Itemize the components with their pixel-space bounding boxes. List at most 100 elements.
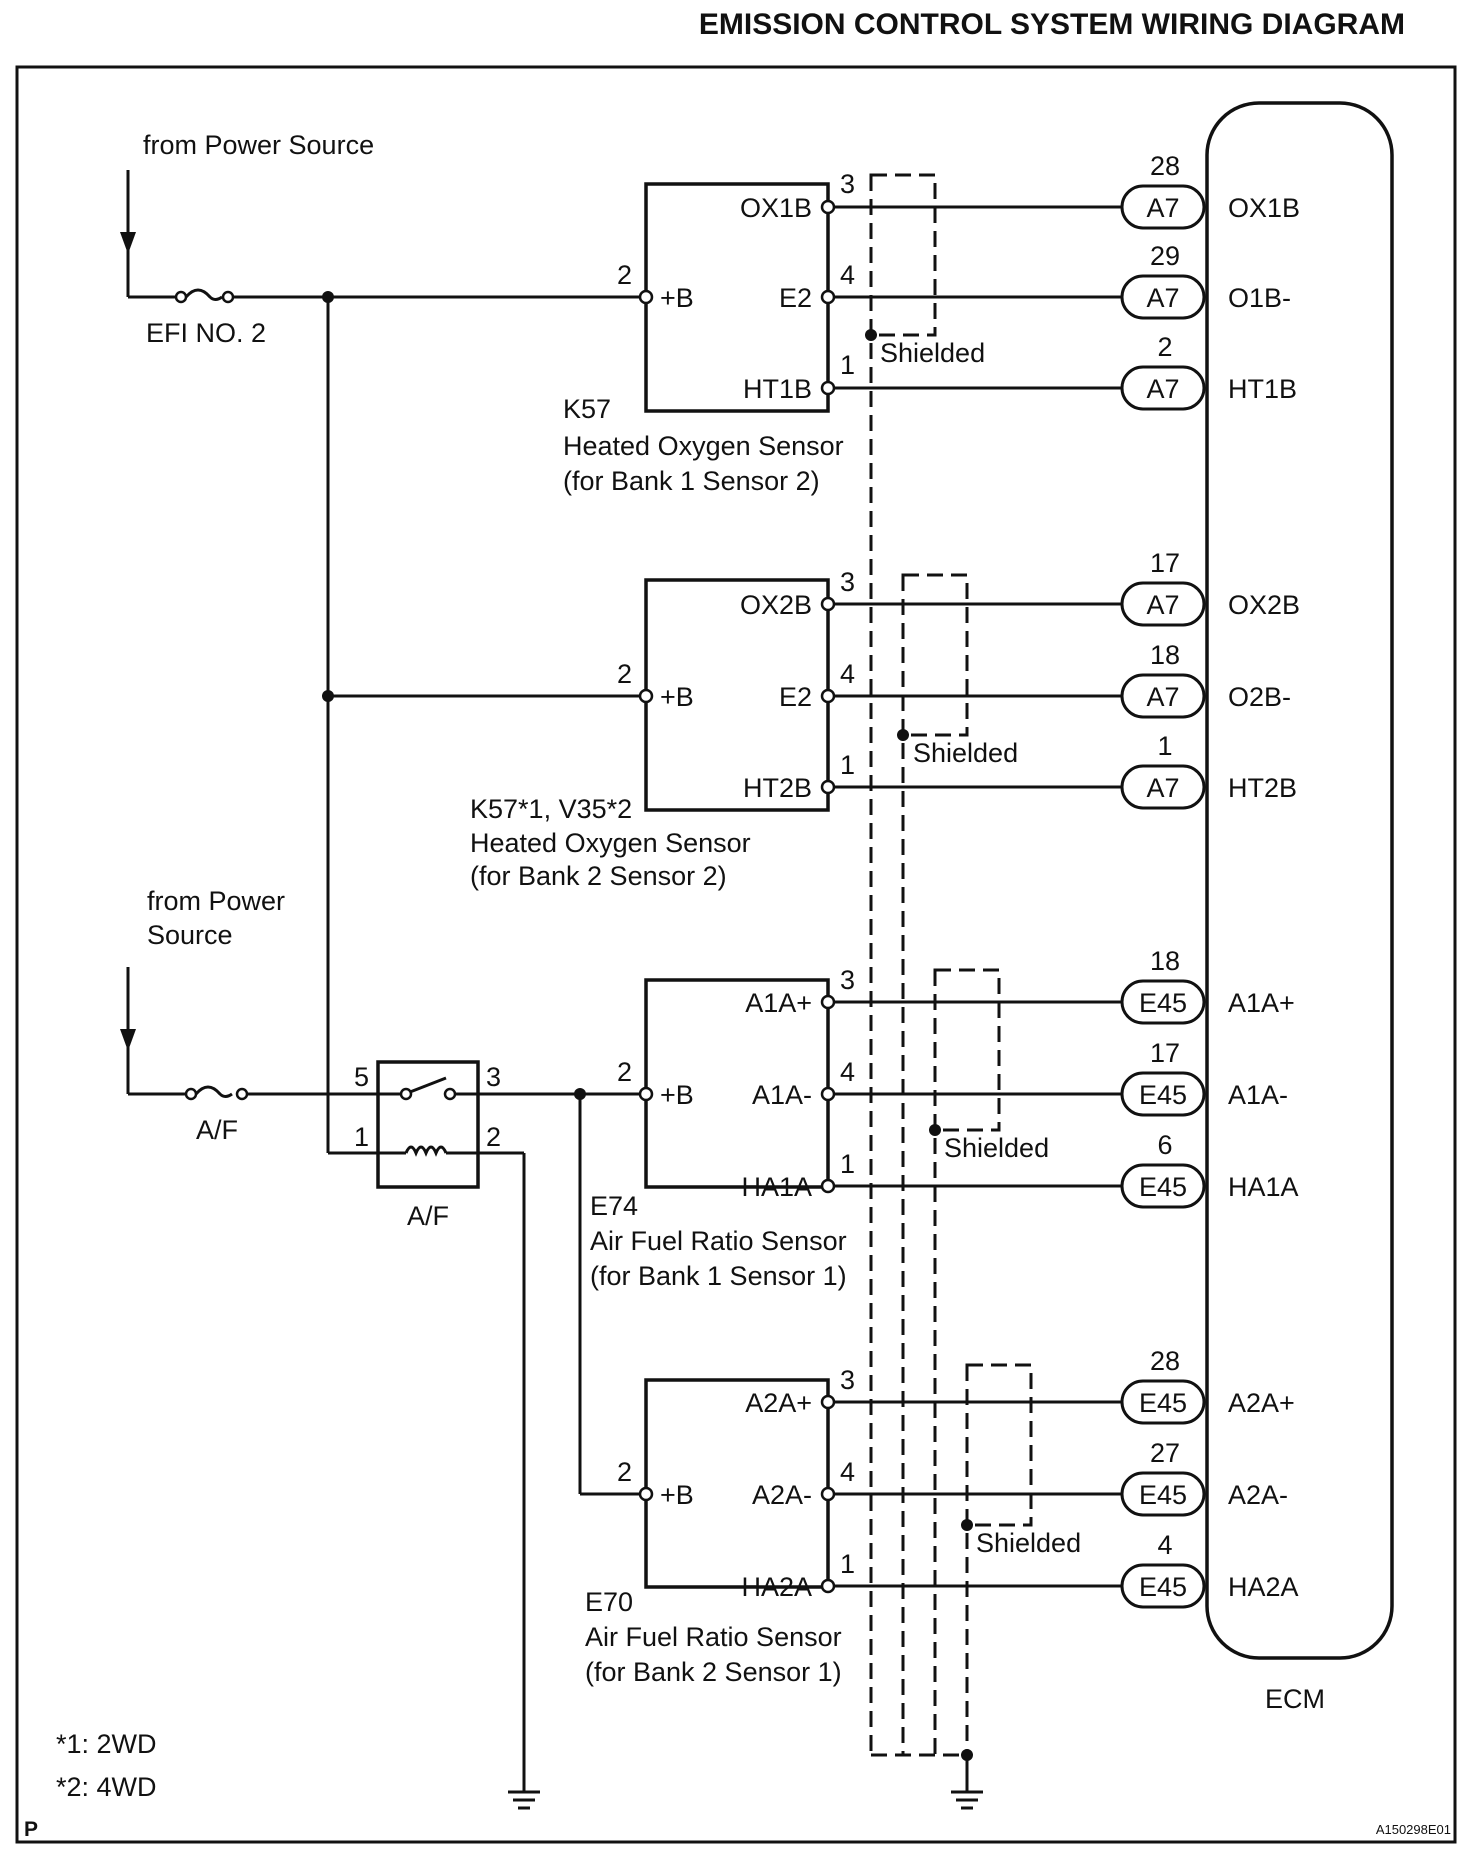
ecm-pin-number: 17 bbox=[1150, 1038, 1180, 1068]
ecm-connector-label: A7 bbox=[1146, 374, 1179, 404]
e70-power-pin: 2 bbox=[617, 1457, 632, 1487]
relay-pin-1: 1 bbox=[354, 1122, 369, 1152]
ecm-pin-number: 1 bbox=[1157, 731, 1172, 761]
e70-pin-number: 4 bbox=[840, 1457, 855, 1487]
efi-fuse-symbol bbox=[174, 288, 235, 304]
k57-terminal-label: OX1B bbox=[740, 193, 812, 223]
ecm-pin-number: 17 bbox=[1150, 548, 1180, 578]
ecm-block bbox=[1205, 101, 1394, 1660]
ecm-connector-label: E45 bbox=[1139, 1388, 1187, 1418]
e74-name: Air Fuel Ratio Sensor bbox=[590, 1226, 847, 1256]
efi-fuse-label: EFI NO. 2 bbox=[146, 318, 266, 348]
k57-id: K57 bbox=[563, 394, 611, 424]
sensor2-note: (for Bank 2 Sensor 2) bbox=[470, 861, 727, 891]
sensor2-power-pin: 2 bbox=[617, 659, 632, 689]
sensor2-pin-number: 1 bbox=[840, 750, 855, 780]
e70-sensor-box bbox=[644, 1378, 830, 1589]
sensor2-pin-number: 4 bbox=[840, 659, 855, 689]
shield-box bbox=[901, 573, 969, 737]
ecm-connector-pill bbox=[1120, 764, 1206, 810]
ecm-pin-number: 18 bbox=[1150, 640, 1180, 670]
ecm-terminal-label: OX2B bbox=[1228, 590, 1300, 620]
e74-power-terminal bbox=[638, 1086, 654, 1102]
ecm-terminal-label: A2A+ bbox=[1228, 1388, 1295, 1418]
k57-terminal-label: HT1B bbox=[743, 374, 812, 404]
ecm-connector-pill bbox=[1120, 1071, 1206, 1117]
k57-power-label: +B bbox=[660, 283, 694, 313]
e74-pin-number: 3 bbox=[840, 965, 855, 995]
corner-mark: P bbox=[24, 1818, 38, 1841]
ecm-terminal-label: HT2B bbox=[1228, 773, 1297, 803]
sensor2-terminal-label: OX2B bbox=[740, 590, 812, 620]
relay-label: A/F bbox=[407, 1201, 449, 1231]
ecm-pin-number: 29 bbox=[1150, 241, 1180, 271]
e70-terminal-label: A2A- bbox=[752, 1480, 812, 1510]
power-source-label-2b: Source bbox=[147, 920, 233, 950]
ecm-pin-number: 4 bbox=[1157, 1530, 1172, 1560]
ecm-pin-number: 28 bbox=[1150, 1346, 1180, 1376]
e70-pin-number: 1 bbox=[840, 1549, 855, 1579]
ground-symbol bbox=[508, 1790, 540, 1810]
ecm-connector-label: A7 bbox=[1146, 682, 1179, 712]
e74-pin-number: 1 bbox=[840, 1149, 855, 1179]
ecm-connector-label: E45 bbox=[1139, 1572, 1187, 1602]
af-fuse-symbol bbox=[184, 1085, 249, 1101]
e74-power-pin: 2 bbox=[617, 1057, 632, 1087]
shield-box bbox=[869, 173, 937, 337]
ecm-connector-label: A7 bbox=[1146, 283, 1179, 313]
ecm-connector-pill bbox=[1120, 1471, 1206, 1517]
diagram-frame bbox=[15, 65, 1457, 1844]
e74-note: (for Bank 1 Sensor 1) bbox=[590, 1261, 847, 1291]
e70-id: E70 bbox=[585, 1587, 633, 1617]
relay-pin-2: 2 bbox=[486, 1122, 501, 1152]
e74-terminal-label: A1A+ bbox=[745, 988, 812, 1018]
ecm-terminal-label: HT1B bbox=[1228, 374, 1297, 404]
shielded-label: Shielded bbox=[944, 1133, 1049, 1163]
ecm-connector-pill bbox=[1120, 673, 1206, 719]
power-arrow-1 bbox=[120, 170, 136, 297]
ecm-connector-label: E45 bbox=[1139, 988, 1187, 1018]
ecm-connector-pill bbox=[1120, 1563, 1206, 1609]
e70-power-label: +B bbox=[660, 1480, 694, 1510]
af-relay-box bbox=[376, 1060, 480, 1189]
k57-pin-number: 4 bbox=[840, 260, 855, 290]
e70-note: (for Bank 2 Sensor 1) bbox=[585, 1657, 842, 1687]
shielded-label: Shielded bbox=[880, 338, 985, 368]
ecm-pin-number: 28 bbox=[1150, 151, 1180, 181]
ecm-connector-label: A7 bbox=[1146, 773, 1179, 803]
shield-box bbox=[965, 1363, 1033, 1527]
ecm-connector-label: A7 bbox=[1146, 193, 1179, 223]
ecm-terminal-label: HA1A bbox=[1228, 1172, 1299, 1202]
e70-pin-number: 3 bbox=[840, 1365, 855, 1395]
ecm-label: ECM bbox=[1265, 1684, 1325, 1714]
ecm-connector-pill bbox=[1120, 274, 1206, 320]
ecm-connector-pill bbox=[1120, 365, 1206, 411]
k57-signal-wires bbox=[820, 199, 1122, 396]
sensor2-signal-wires bbox=[820, 596, 1122, 795]
footnote-2wd: *1: 2WD bbox=[56, 1729, 157, 1759]
ecm-terminal-label: A2A- bbox=[1228, 1480, 1288, 1510]
e70-name: Air Fuel Ratio Sensor bbox=[585, 1622, 842, 1652]
ecm-pin-number: 6 bbox=[1157, 1130, 1172, 1160]
relay-pin-3: 3 bbox=[486, 1062, 501, 1092]
k57-terminal-label: E2 bbox=[779, 283, 812, 313]
shield-drain-dot bbox=[865, 329, 877, 341]
ecm-connectors: A728OX1BA729O1B-A72HT1BA717OX2BA718O2B-A… bbox=[1120, 151, 1300, 1609]
e74-power-label: +B bbox=[660, 1080, 694, 1110]
e74-signal-wires bbox=[820, 994, 1122, 1194]
e74-sensor-box bbox=[644, 978, 830, 1189]
relay-pin-5: 5 bbox=[354, 1062, 369, 1092]
ecm-terminal-label: A1A+ bbox=[1228, 988, 1295, 1018]
ecm-connector-pill bbox=[1120, 1379, 1206, 1425]
sensor2-pin-number: 3 bbox=[840, 567, 855, 597]
k57-name: Heated Oxygen Sensor bbox=[563, 431, 844, 461]
ecm-terminal-label: A1A- bbox=[1228, 1080, 1288, 1110]
sensor2-id: K57*1, V35*2 bbox=[470, 794, 632, 824]
k57-power-pin: 2 bbox=[617, 260, 632, 290]
shielded-label: Shielded bbox=[976, 1528, 1081, 1558]
ecm-pin-number: 18 bbox=[1150, 946, 1180, 976]
sensor2-power-label: +B bbox=[660, 682, 694, 712]
diagram-title: EMISSION CONTROL SYSTEM WIRING DIAGRAM bbox=[699, 8, 1405, 41]
power-source-label-1: from Power Source bbox=[143, 130, 374, 160]
e74-id: E74 bbox=[590, 1191, 638, 1221]
